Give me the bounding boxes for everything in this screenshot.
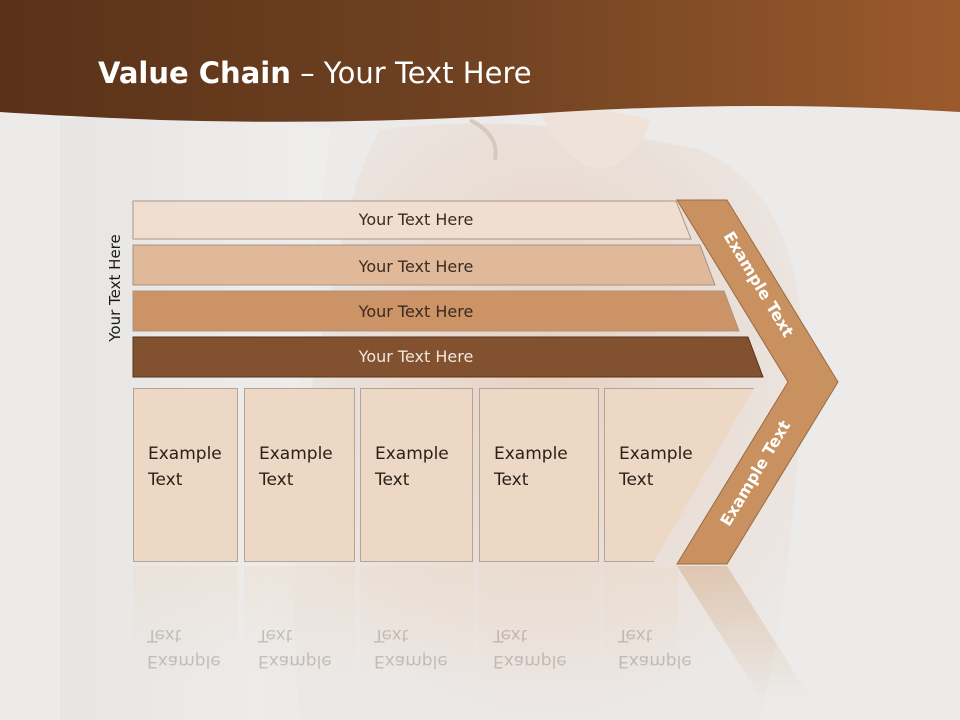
example-box-2: Example Text	[244, 388, 355, 562]
example-box-4: Example Text	[479, 388, 599, 562]
bar-4	[132, 336, 764, 378]
example-box-5-reflection: Example Text	[604, 566, 692, 676]
bar-4-label: Your Text Here	[358, 347, 474, 366]
bar-1-label: Your Text Here	[358, 210, 474, 229]
bar-2	[132, 244, 716, 286]
chevron-reflection	[677, 566, 812, 700]
slide-title: Value Chain – Your Text Here	[98, 56, 532, 90]
bar-3	[132, 290, 740, 332]
example-box-4-reflection: Example Text	[479, 566, 599, 676]
example-box-1: Example Text	[133, 388, 238, 562]
bar-2-label: Your Text Here	[358, 257, 474, 276]
example-box-3: Example Text	[360, 388, 473, 562]
bar-1	[132, 200, 692, 240]
example-box-1-reflection: Example Text	[133, 566, 238, 676]
chevron-arrow	[676, 199, 839, 565]
header-band	[0, 0, 960, 122]
example-box-3-reflection: Example Text	[360, 566, 473, 676]
bar-3-label: Your Text Here	[358, 302, 474, 321]
example-box-2-reflection: Example Text	[244, 566, 355, 676]
